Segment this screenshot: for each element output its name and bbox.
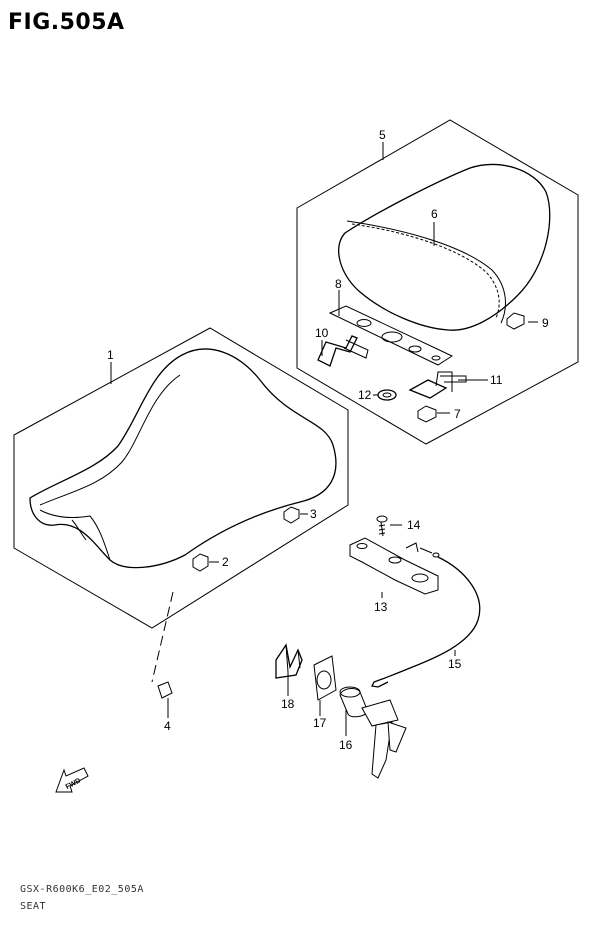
rear-seat-latch-bracket — [408, 371, 467, 399]
callout-11: 11 — [490, 373, 503, 387]
footer-model-code: GSX-R600K6_E02_505A — [20, 884, 144, 895]
rear-seat-hook-bracket — [317, 335, 369, 367]
front-seat-bolt — [151, 591, 174, 699]
callout-12: 12 — [358, 388, 372, 402]
seat-lock-cylinder — [339, 686, 407, 779]
rear-seat-group-frame — [296, 119, 579, 445]
rear-cushion-9 — [506, 312, 525, 330]
callout-15: 15 — [448, 657, 462, 671]
callout-numbers: 1 2 3 4 5 6 7 8 9 10 11 12 13 14 15 16 1… — [107, 128, 549, 752]
callout-7: 7 — [454, 407, 461, 421]
fwd-arrow-icon — [55, 767, 89, 793]
rear-cushion-7 — [417, 405, 437, 423]
callout-10: 10 — [315, 326, 329, 340]
leader-lines — [110, 142, 538, 736]
rear-washer-nut — [377, 389, 397, 401]
callout-18: 18 — [281, 697, 295, 711]
callout-9: 9 — [542, 316, 549, 330]
callout-13: 13 — [374, 600, 388, 614]
seat-lock-cable — [371, 547, 481, 688]
lock-bracket-18 — [275, 643, 303, 679]
seat-lock — [349, 537, 439, 595]
callout-2: 2 — [222, 555, 229, 569]
callout-16: 16 — [339, 738, 353, 752]
rear-seat-mount-plate — [328, 305, 454, 366]
callout-1: 1 — [107, 348, 114, 362]
callout-14: 14 — [407, 518, 421, 532]
callout-8: 8 — [335, 277, 342, 291]
callout-6: 6 — [431, 207, 438, 221]
rear-seat-cushion — [338, 163, 551, 331]
front-cushion-2 — [192, 553, 209, 572]
figure-title: FIG.505A — [8, 10, 125, 35]
callout-4: 4 — [164, 719, 171, 733]
callout-17: 17 — [313, 716, 327, 730]
callout-3: 3 — [310, 507, 317, 521]
front-seat-frame — [13, 327, 349, 629]
front-cushion-3 — [283, 506, 300, 524]
front-seat — [29, 348, 337, 569]
screw-14 — [376, 515, 388, 537]
lock-bracket-plate-17 — [313, 655, 337, 701]
footer-section-name: SEAT — [20, 901, 47, 912]
callout-5: 5 — [379, 128, 386, 142]
